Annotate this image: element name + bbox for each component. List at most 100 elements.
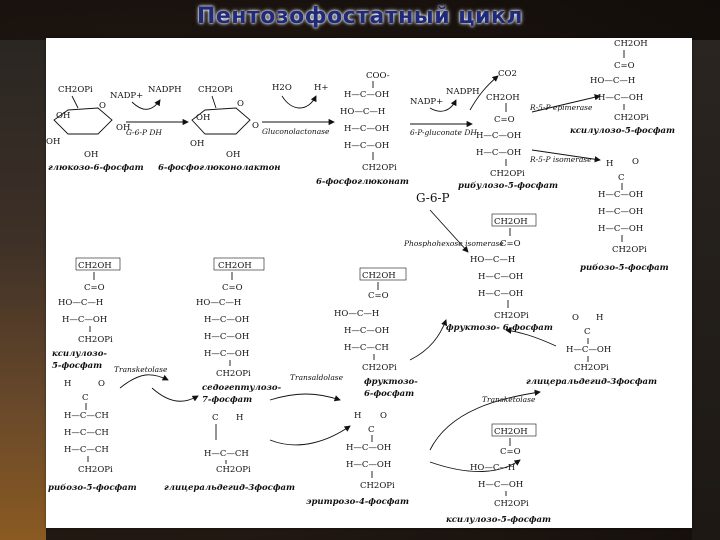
group-ch2oh: CH2OH [218,261,252,271]
reaction-arrow [269,393,341,402]
reaction-transketolase-right: Transketolase [429,389,541,472]
enzyme-phosphohexose-isomerase: Phosphohexose isomerase [403,239,504,248]
group-h-c-oh: H—C—OH [478,480,523,490]
label-glucose-6-phosphate: глюкозо-6-фосфат [48,163,144,173]
aldehyde-h: H [606,159,613,169]
group-h-c-oh: H—C—OH [204,349,249,359]
carbonyl-oxygen: O [252,121,259,131]
group-ch2opi: CH2OPi [360,481,395,491]
group-h-c-oh: H—C—OH [344,141,389,151]
group-ch2opi: CH2OPi [198,85,233,95]
diagram-panel [46,38,692,528]
aldehyde-o: O [572,313,579,323]
label-erythrose-4-phosphate: эритрозо-4-фосфат [306,497,409,507]
group-ch2oh: CH2OH [494,217,528,227]
sedoheptulose-7-phosphate-structure: CH2OH C=O HO—C—H H—C—OH H—C—OH H—C—OH CH… [196,257,282,405]
label-fructose-6-phosphate-mid: фруктозо- 6-фосфат [446,323,553,333]
label-glyceraldehyde-3-phosphate-bottom: глицеральдегид-3фосфат [164,483,295,493]
co2-arrow [469,75,499,111]
enzyme-transketolase-left: Transketolase [114,365,168,374]
reaction-arrow [269,425,351,446]
group-ch2opi: CH2OPi [362,363,397,373]
group-ch2oh: CH2OH [614,39,648,49]
pyranose-ring [53,107,113,135]
group-ch2opi: CH2OPi [78,335,113,345]
aldehyde-o: O [98,379,105,389]
aldehyde-h: H [596,313,603,323]
group-oh: OH [116,123,130,133]
enzyme-gluconolactonase: Gluconolactonase [262,127,330,136]
reagent-h-plus: H+ [314,83,329,93]
cofactor-arrow [429,99,457,112]
enzyme-g6pdh: G-6-P DH [126,128,162,137]
reaction-gluconolactonase: H2O H+ Gluconolactonase [262,83,335,136]
group-ho-c-h: HO—C—H [340,107,385,117]
ch2oh-box [491,423,537,437]
group-h-c-ch: H—C—CH [64,445,109,455]
ribose-5-phosphate-right-structure: H O C H—C—OH H—C—OH H—C—OH CH2OPi рибозо… [580,157,669,273]
reaction-phosphohexose-isomerase: G-6-P Phosphohexose isomerase [403,191,504,253]
group-h-c-oh: H—C—OH [62,315,107,325]
group-h-c-ch: H—C—CH [64,428,109,438]
reaction-arrow [429,209,469,253]
label-glyceraldehyde-3-phosphate-right: глицеральдегид-3фосфат [526,377,657,387]
label-phosphogluconolactone: 6-фосфоглюконолактон [158,163,280,173]
xylulose-5-phosphate-bottom-structure: CH2OH C=O HO—C—H H—C—OH CH2OPi ксилулозо… [446,423,551,525]
cofactor-arrow [281,95,317,109]
group-h-c-oh: H—C—OH [476,131,521,141]
enzyme-transaldolase: Transaldolase [290,373,344,382]
label-sedoheptulose-line1: седогептулозо- [202,383,282,393]
bond [71,95,79,109]
reaction-arrow [429,459,521,472]
aldehyde-c: C [212,413,219,423]
ch2oh-box [213,257,265,271]
ring-oxygen: O [237,99,244,109]
group-h-c-oh: H—C—OH [476,148,521,158]
label-sedoheptulose-line2: 7-фосфат [202,395,252,405]
aldehyde-o: O [632,157,639,167]
group-ch2opi: CH2OPi [216,369,251,379]
group-ch2opi: CH2OPi [216,465,251,475]
group-h-c-oh: H—C—OH [344,90,389,100]
reagent-nadph: NADPH [148,85,182,95]
reaction-arrow [505,327,557,347]
group-ho-c-h: HO—C—H [470,463,515,473]
enzyme-transketolase-right: Transketolase [482,395,536,404]
reaction-arrow [429,389,541,451]
group-h-c-ch: H—C—CH [64,411,109,421]
ring-oxygen: O [99,101,106,111]
phosphogluconate-structure: COO- H—C—OH HO—C—H H—C—OH H—C—OH CH2OPi … [316,71,409,187]
recycle-arrow [409,319,448,361]
glyceraldehyde-3-phosphate-bottom-structure: C H H—C—CH CH2OPi глицеральдегид-3фосфат [164,413,295,493]
group-ch2opi: CH2OPi [362,163,397,173]
reaction-arrow [119,374,169,389]
reagent-nadp-plus: NADP+ [110,91,143,101]
enzyme-r5p-epimerase: R-5-P epimerase [529,103,593,112]
group-ch2opi: CH2OPi [78,465,113,475]
aldehyde-c: C [584,327,591,337]
background-decoration-right [692,40,720,540]
label-fructose-6-phosphate-low-line1: фруктозо- [364,377,418,387]
group-h-c-oh: H—C—OH [598,207,643,217]
group-h-c-oh: H—C—OH [346,460,391,470]
group-h-c-oh: H—C—OH [204,332,249,342]
label-fructose-6-phosphate-low-line2: 6-фосфат [364,389,414,399]
ribulose-5-phosphate-structure: CH2OH C=O H—C—OH H—C—OH CH2OPi рибулозо-… [458,93,558,191]
ribose-5-phosphate-left-structure: H O C H—C—CH H—C—CH H—C—CH CH2OPi рибозо… [48,379,137,493]
group-ho-c-h: HO—C—H [58,298,103,308]
group-c-o: C=O [368,291,389,301]
reaction-transaldolase: Transaldolase [269,373,351,446]
enzyme-6pg-dh: 6-P-gluconate DH [410,128,477,137]
lactone-ring [191,107,251,135]
reaction-arrow [151,387,199,402]
fructose-6-phosphate-mid-structure: CH2OH C=O HO—C—H H—C—OH H—C—OH CH2OPi фр… [446,213,553,333]
fructose-6-phosphate-low-structure: CH2OH C=O HO—C—H H—C—OH H—C—CH CH2OPi фр… [334,267,448,399]
group-coo-minus: COO- [366,71,390,81]
group-h-c-oh: H—C—OH [598,93,643,103]
group-oh: OH [190,139,204,149]
label-g6p: G-6-P [416,191,450,205]
group-h-c-oh: H—C—OH [344,326,389,336]
group-ch2oh: CH2OH [494,427,528,437]
ch2oh-box [75,257,121,271]
